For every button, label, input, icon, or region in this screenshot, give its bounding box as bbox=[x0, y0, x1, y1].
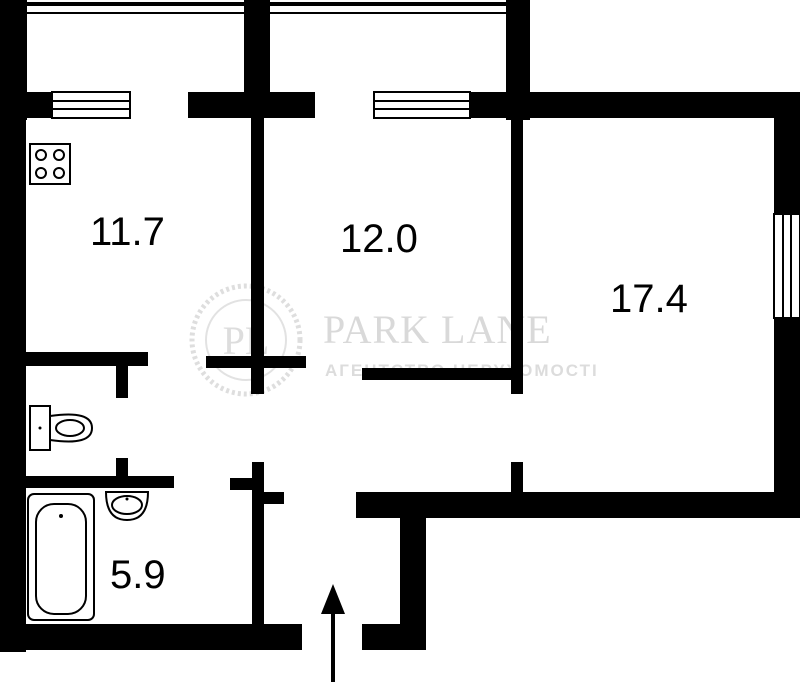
wall-middle-room-bottom bbox=[362, 368, 522, 380]
wall-kitchen-middle bbox=[251, 118, 264, 394]
wall-kitchen-wc bbox=[26, 352, 148, 366]
bottom-wall-left bbox=[0, 624, 302, 650]
middle-room-area-label: 12.0 bbox=[340, 217, 418, 261]
entrance-arrow-icon bbox=[321, 584, 345, 682]
window-large-room bbox=[773, 213, 800, 319]
large-room-area-label: 17.4 bbox=[610, 277, 688, 321]
toilet-icon bbox=[29, 405, 94, 451]
wall-kitchen-middle-stub bbox=[206, 356, 306, 368]
wall-kitchen-wc-stub bbox=[116, 366, 128, 398]
wall-wc-bath bbox=[26, 476, 174, 488]
watermark-seal: PL bbox=[189, 283, 303, 397]
kitchen-area-label: 11.7 bbox=[90, 210, 165, 254]
window-middle-room bbox=[373, 91, 471, 119]
bottom-wall-right-room bbox=[356, 492, 800, 518]
wall-large-room-door-jamb bbox=[511, 462, 523, 502]
sink-icon bbox=[104, 491, 150, 522]
bathtub-icon bbox=[27, 493, 95, 621]
window-kitchen bbox=[51, 91, 131, 119]
right-wall-top bbox=[774, 92, 800, 214]
stove-icon bbox=[29, 143, 71, 185]
wall-bath-corridor-stub bbox=[230, 478, 264, 490]
wall-bath-corridor-stub2 bbox=[252, 492, 284, 504]
balcony-center-wall bbox=[244, 0, 270, 95]
wall-wc-bath-stub bbox=[116, 458, 128, 478]
interior-walls bbox=[26, 118, 523, 624]
right-wall-bottom bbox=[774, 318, 800, 518]
wall-middle-large bbox=[511, 118, 523, 394]
top-wall-kitchen-right bbox=[188, 92, 315, 118]
left-wall bbox=[0, 92, 26, 652]
corridor-right-wall bbox=[400, 492, 426, 650]
bottom-wall-right bbox=[362, 624, 426, 650]
exterior-walls bbox=[0, 92, 800, 652]
bathroom-area-label: 5.9 bbox=[110, 553, 166, 597]
top-wall-room-right bbox=[470, 92, 800, 118]
top-wall-kitchen-left bbox=[0, 92, 52, 118]
